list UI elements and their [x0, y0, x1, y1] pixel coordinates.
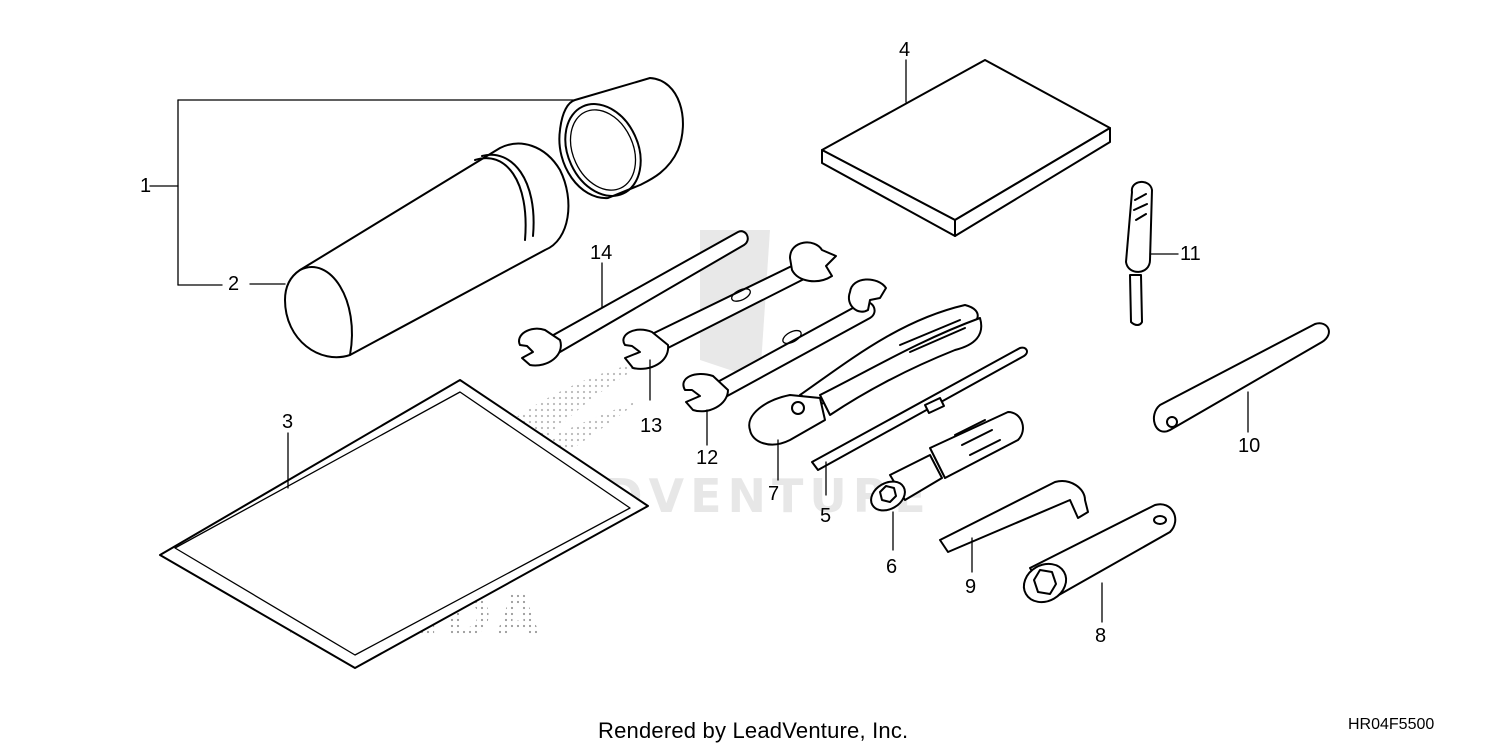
callout-10[interactable]: 10 — [1238, 435, 1261, 457]
hex-key-drawing — [939, 480, 1089, 573]
spark-plug-wrench-drawing — [1022, 503, 1177, 623]
callout-14[interactable]: 14 — [590, 242, 613, 264]
pin-spanner-drawing — [1152, 322, 1330, 433]
callout-11[interactable]: 11 — [1180, 243, 1201, 265]
large-wrench-drawing — [622, 241, 837, 401]
tool-bag-drawing — [159, 379, 649, 669]
socket-wrench-drawing — [870, 411, 1024, 551]
callout-12[interactable]: 12 — [696, 447, 719, 469]
callout-7[interactable]: 7 — [768, 483, 780, 505]
callout-9[interactable]: 9 — [965, 576, 977, 598]
part-1-leader — [149, 99, 581, 286]
tool-case-cap-drawing — [558, 77, 684, 200]
callout-5[interactable]: 5 — [820, 505, 832, 527]
callout-6[interactable]: 6 — [886, 556, 898, 578]
callout-4[interactable]: 4 — [899, 39, 911, 61]
pliers-drawing — [748, 304, 983, 481]
grip-screwdriver-drawing — [1125, 181, 1179, 326]
callout-13[interactable]: 13 — [640, 415, 663, 437]
rendered-by-credit: Rendered by LeadVenture, Inc. — [598, 718, 909, 743]
small-wrench-drawing — [682, 278, 887, 446]
single-end-wrench-drawing — [518, 230, 749, 367]
callout-2[interactable]: 2 — [228, 273, 240, 295]
manual-book-drawing — [821, 59, 1111, 237]
diagram-code: HR04F5500 — [1348, 716, 1435, 733]
callout-1[interactable]: 1 — [140, 175, 152, 197]
callout-8[interactable]: 8 — [1095, 625, 1107, 647]
tool-case-drawing — [284, 142, 570, 359]
callout-3[interactable]: 3 — [282, 411, 294, 433]
screwdriver-drawing — [811, 346, 1028, 496]
